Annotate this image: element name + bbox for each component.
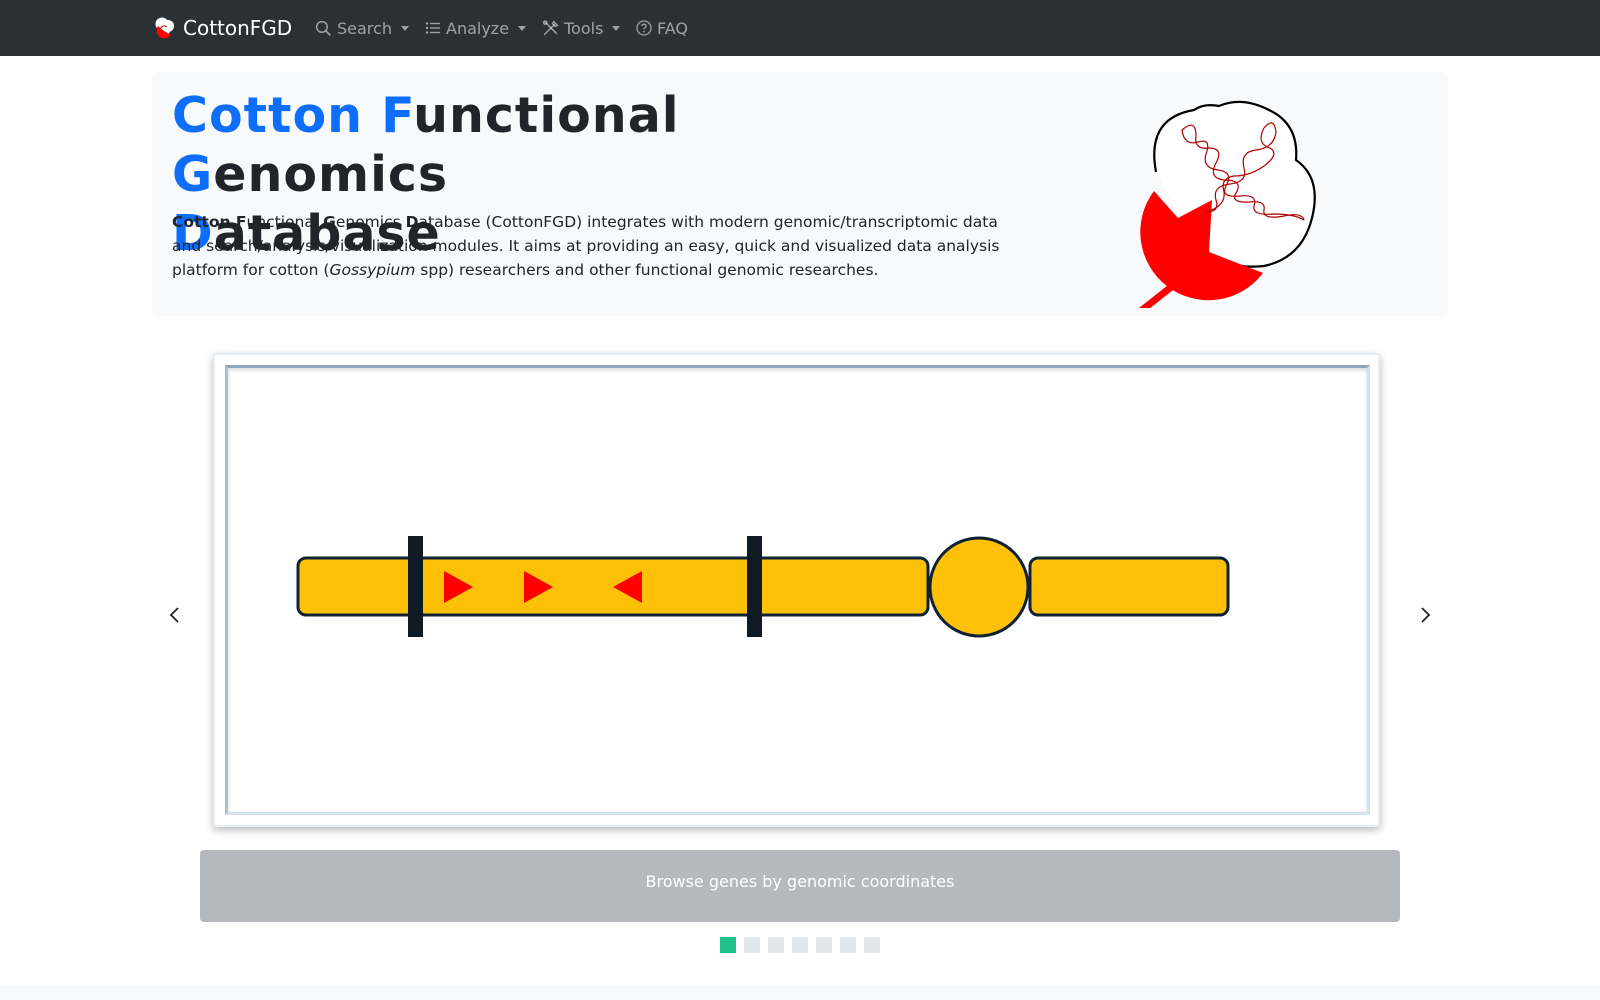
title-highlight: G: [172, 146, 214, 203]
nav-search-label: Search: [337, 18, 392, 38]
tools-icon: [542, 19, 559, 35]
slide-image: [225, 365, 1370, 815]
chromosome-diagram: [296, 536, 1230, 638]
nav-search-dropdown[interactable]: Search: [315, 16, 409, 40]
carousel-slide[interactable]: [213, 353, 1380, 827]
nav-analyze-label: Analyze: [446, 18, 510, 38]
nav-tools-dropdown[interactable]: Tools: [542, 16, 621, 40]
chevron-left-icon: [169, 607, 179, 623]
carousel-indicator-7[interactable]: [864, 937, 880, 953]
title-highlight: D: [172, 205, 214, 262]
carousel-prev-button[interactable]: [160, 600, 190, 630]
caret-down-icon: [612, 25, 621, 31]
feature-carousel: Browse genes by genomic coordinates: [160, 345, 1440, 953]
carousel-indicator-3[interactable]: [768, 937, 784, 953]
navbar: CottonFGD Search Analyze Tools FAQ: [0, 0, 1600, 56]
desc-text: atabase (CottonFGD) integrates with mode…: [172, 213, 1000, 279]
title-text: enomics: [213, 146, 449, 203]
title-highlight: Cotton F: [172, 87, 414, 144]
carousel-caption: Browse genes by genomic coordinates: [200, 850, 1400, 922]
carousel-indicators: [720, 937, 880, 953]
cotton-logo-icon: [155, 17, 174, 39]
desc-italic: Gossypium: [329, 261, 416, 279]
hero-description: Cotton Functional Genomics Database (Cot…: [172, 210, 1002, 282]
nav-faq-link[interactable]: FAQ: [636, 16, 688, 40]
desc-text: enomics: [335, 213, 406, 231]
desc-text: unctional: [246, 213, 324, 231]
nav-analyze-dropdown[interactable]: Analyze: [425, 16, 527, 40]
carousel-next-button[interactable]: [1410, 600, 1440, 630]
title-text: atabase: [213, 205, 441, 262]
brand-link[interactable]: CottonFGD: [151, 14, 292, 42]
carousel-indicator-4[interactable]: [792, 937, 808, 953]
nav-faq-label: FAQ: [657, 18, 688, 38]
brand-name: CottonFGD: [183, 16, 293, 40]
search-icon: [315, 20, 332, 36]
caret-down-icon: [400, 25, 409, 31]
title-text: unctional: [413, 87, 680, 144]
desc-text: spp) researchers and other functional ge…: [415, 261, 879, 279]
question-circle-icon: [636, 20, 652, 36]
desc-bold: D: [405, 213, 419, 231]
cotton-logo-icon: [1138, 100, 1316, 308]
footer: [0, 985, 1600, 1000]
list-icon: [425, 22, 440, 34]
nav-tools-label: Tools: [564, 18, 604, 38]
carousel-indicator-2[interactable]: [744, 937, 760, 953]
desc-bold: Cotton F: [172, 213, 247, 231]
carousel-indicator-6[interactable]: [840, 937, 856, 953]
chevron-right-icon: [1421, 607, 1431, 623]
desc-bold: G: [323, 213, 336, 231]
carousel-indicator-1[interactable]: [720, 937, 736, 953]
carousel-indicator-5[interactable]: [816, 937, 832, 953]
caret-down-icon: [518, 25, 527, 31]
